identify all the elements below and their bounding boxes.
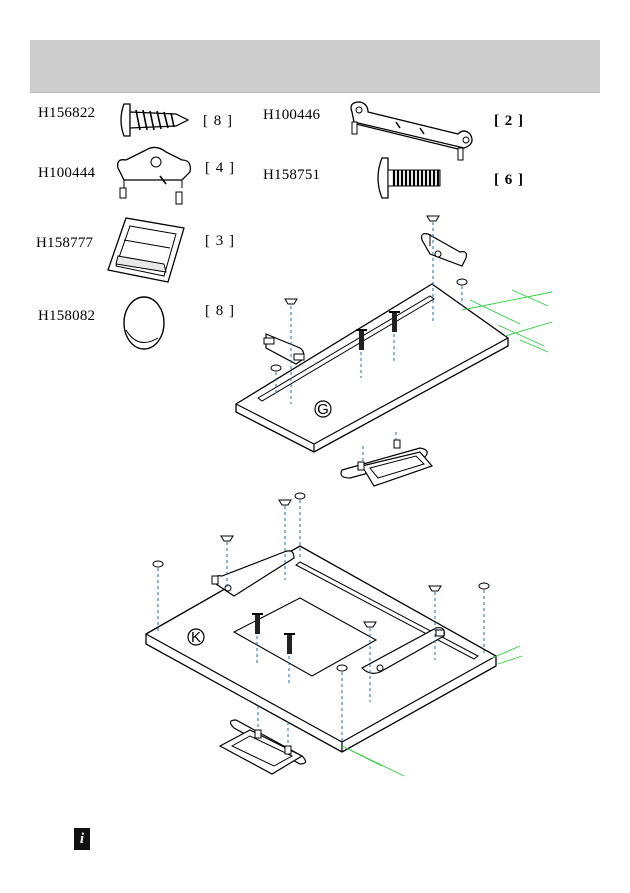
bracket-icon <box>117 146 191 205</box>
part-code: H100446 <box>263 107 321 123</box>
part-code: H158082 <box>38 308 96 324</box>
part-quantity: [ 3 ] <box>205 233 235 249</box>
part-quantity: [ 8 ] <box>203 113 233 129</box>
part-code: H100444 <box>38 165 96 181</box>
step-letter: K <box>191 629 201 646</box>
step-marker <box>314 400 332 418</box>
step-g-diagram: G <box>235 215 553 487</box>
handle-icon <box>107 217 185 283</box>
part-quantity: [ 6 ] <box>494 172 524 188</box>
bracket-rail-icon <box>350 101 473 161</box>
step-k-diagram: K <box>145 492 523 777</box>
bolt-icon <box>377 157 441 199</box>
info-icon: i <box>74 828 90 850</box>
part-quantity: [ 8 ] <box>205 303 235 319</box>
part-quantity: [ 4 ] <box>205 160 235 176</box>
part-quantity: [ 2 ] <box>494 113 524 129</box>
screw-icon <box>120 103 190 137</box>
part-code: H156822 <box>38 105 96 121</box>
step-marker <box>187 628 205 646</box>
cap-cover-icon <box>123 296 165 350</box>
header-band <box>30 40 600 93</box>
part-code: H158777 <box>36 235 94 251</box>
part-code: H158751 <box>263 167 321 183</box>
step-letter: G <box>317 401 329 418</box>
